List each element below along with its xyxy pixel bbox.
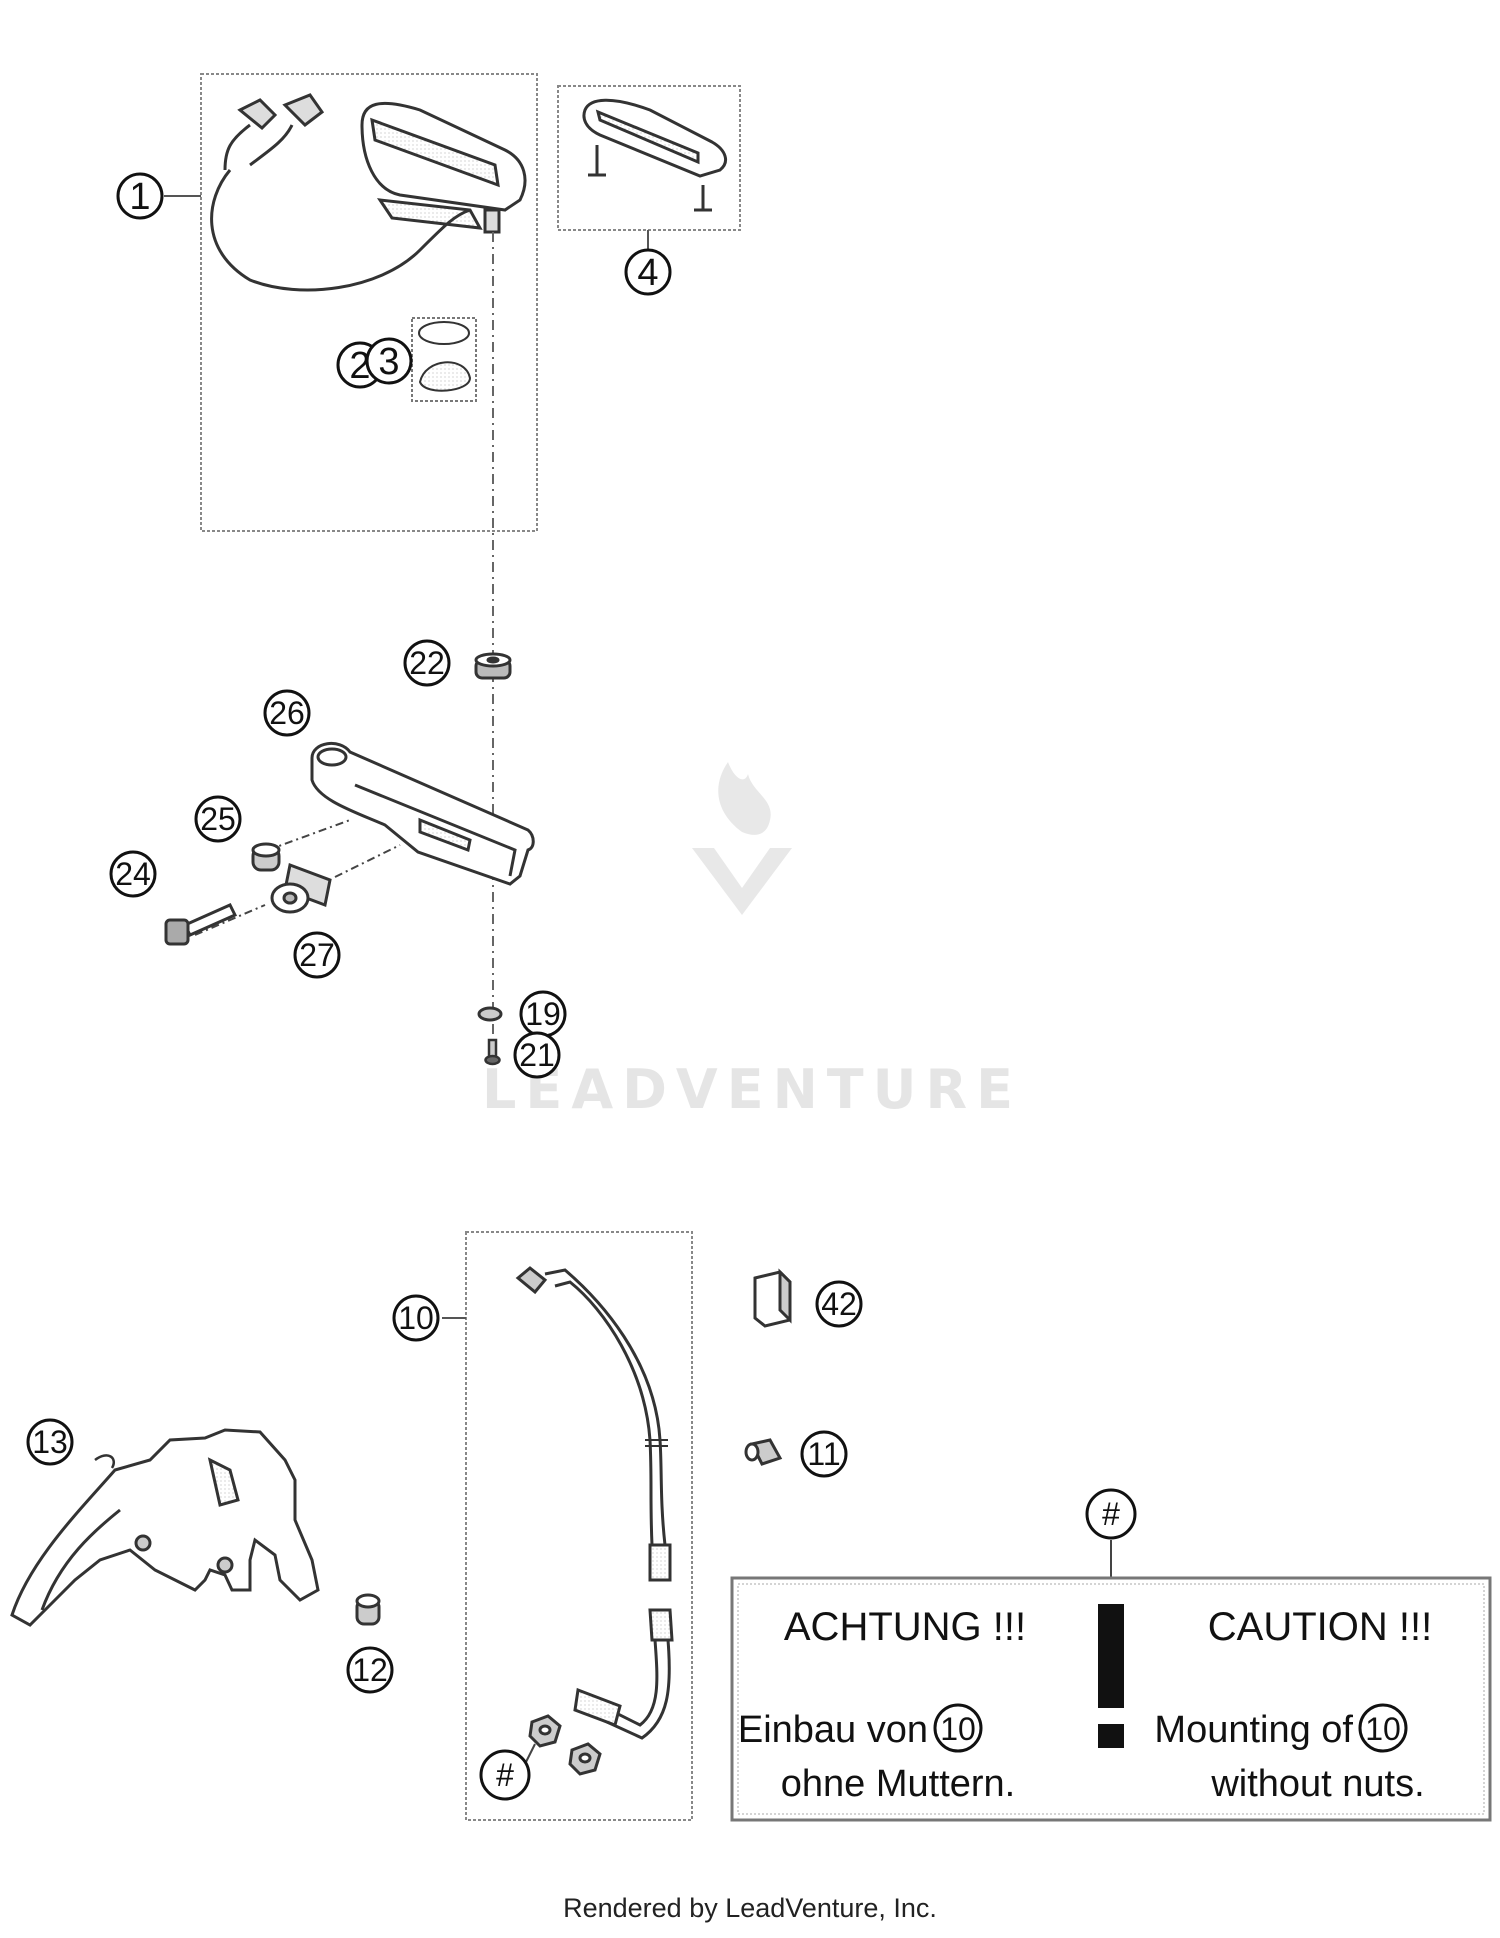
callout-19: 19 — [519, 990, 567, 1038]
bolt-icon — [164, 903, 238, 946]
callout-12: 12 — [346, 1646, 394, 1694]
callout-25: 25 — [194, 795, 242, 843]
nut-icon — [528, 1714, 602, 1776]
bracket-icon — [310, 742, 535, 886]
screw-icon — [484, 1038, 501, 1066]
caution-english-line2: without nuts. — [1210, 1763, 1424, 1805]
callout-1: 1 — [116, 172, 164, 220]
svg-text:42: 42 — [821, 1286, 857, 1322]
disc-guard-icon — [10, 1428, 320, 1627]
bushing-icon — [270, 862, 332, 914]
watermark-logo: LEADVENTURE — [482, 762, 1022, 1121]
caution-ref-german: 10 — [933, 1703, 983, 1753]
grommet-icon — [474, 652, 512, 680]
svg-text:26: 26 — [269, 695, 305, 731]
svg-text:25: 25 — [200, 801, 236, 837]
svg-text:3: 3 — [378, 341, 399, 383]
callout-hash-bottom: # — [479, 1749, 531, 1801]
svg-text:#: # — [496, 1757, 514, 1793]
caution-english-line1: Mounting of — [1154, 1709, 1353, 1751]
svg-text:10: 10 — [398, 1300, 434, 1336]
svg-text:21: 21 — [519, 1037, 555, 1073]
sleeve-icon — [744, 1438, 783, 1466]
speedometer-kit-box — [200, 73, 538, 532]
footer-credit: Rendered by LeadVenture, Inc. — [563, 1893, 937, 1923]
callout-27: 27 — [293, 931, 341, 979]
svg-text:12: 12 — [352, 1652, 388, 1688]
exclamation-icon — [1098, 1604, 1124, 1748]
clip-icon — [753, 1268, 792, 1328]
callout-24: 24 — [109, 850, 157, 898]
speedometer-icon — [210, 93, 527, 292]
svg-text:22: 22 — [409, 645, 445, 681]
svg-text:11: 11 — [807, 1436, 840, 1472]
svg-text:#: # — [1102, 1496, 1120, 1532]
callout-42: 42 — [815, 1280, 863, 1328]
washer-icon — [477, 1006, 503, 1022]
nut-12-icon — [355, 1593, 381, 1626]
spacer-icon — [251, 842, 281, 872]
caution-german-heading: ACHTUNG !!! — [784, 1605, 1026, 1649]
seal-icon — [418, 361, 472, 392]
callout-13: 13 — [26, 1418, 74, 1466]
svg-text:27: 27 — [299, 937, 335, 973]
svg-text:10: 10 — [1365, 1711, 1401, 1747]
callout-4: 4 — [624, 248, 672, 296]
svg-text:10: 10 — [940, 1711, 976, 1747]
svg-text:24: 24 — [115, 856, 151, 892]
caution-german-line1: Einbau von — [738, 1709, 928, 1751]
cover-icon — [582, 98, 728, 212]
caution-ref-english: 10 — [1358, 1703, 1408, 1753]
caution-english-heading: CAUTION !!! — [1208, 1605, 1432, 1649]
callout-10: 10 — [392, 1294, 440, 1342]
caution-german-line2: ohne Muttern. — [781, 1763, 1015, 1805]
sensor-kit-box — [465, 1231, 693, 1821]
watermark-text: LEADVENTURE — [482, 1058, 1022, 1121]
callout-11: 11 — [800, 1430, 848, 1478]
callout-hash-top: # — [1085, 1488, 1137, 1540]
svg-text:13: 13 — [32, 1424, 68, 1460]
callout-22: 22 — [403, 639, 451, 687]
svg-text:1: 1 — [129, 176, 150, 218]
svg-text:19: 19 — [525, 996, 561, 1032]
callout-21: 21 — [513, 1031, 561, 1079]
svg-text:2: 2 — [349, 345, 370, 387]
svg-text:4: 4 — [637, 252, 658, 294]
speed-sensor-icon — [515, 1266, 674, 1740]
callout-26: 26 — [263, 689, 311, 737]
callout-3: 3 — [365, 337, 413, 385]
